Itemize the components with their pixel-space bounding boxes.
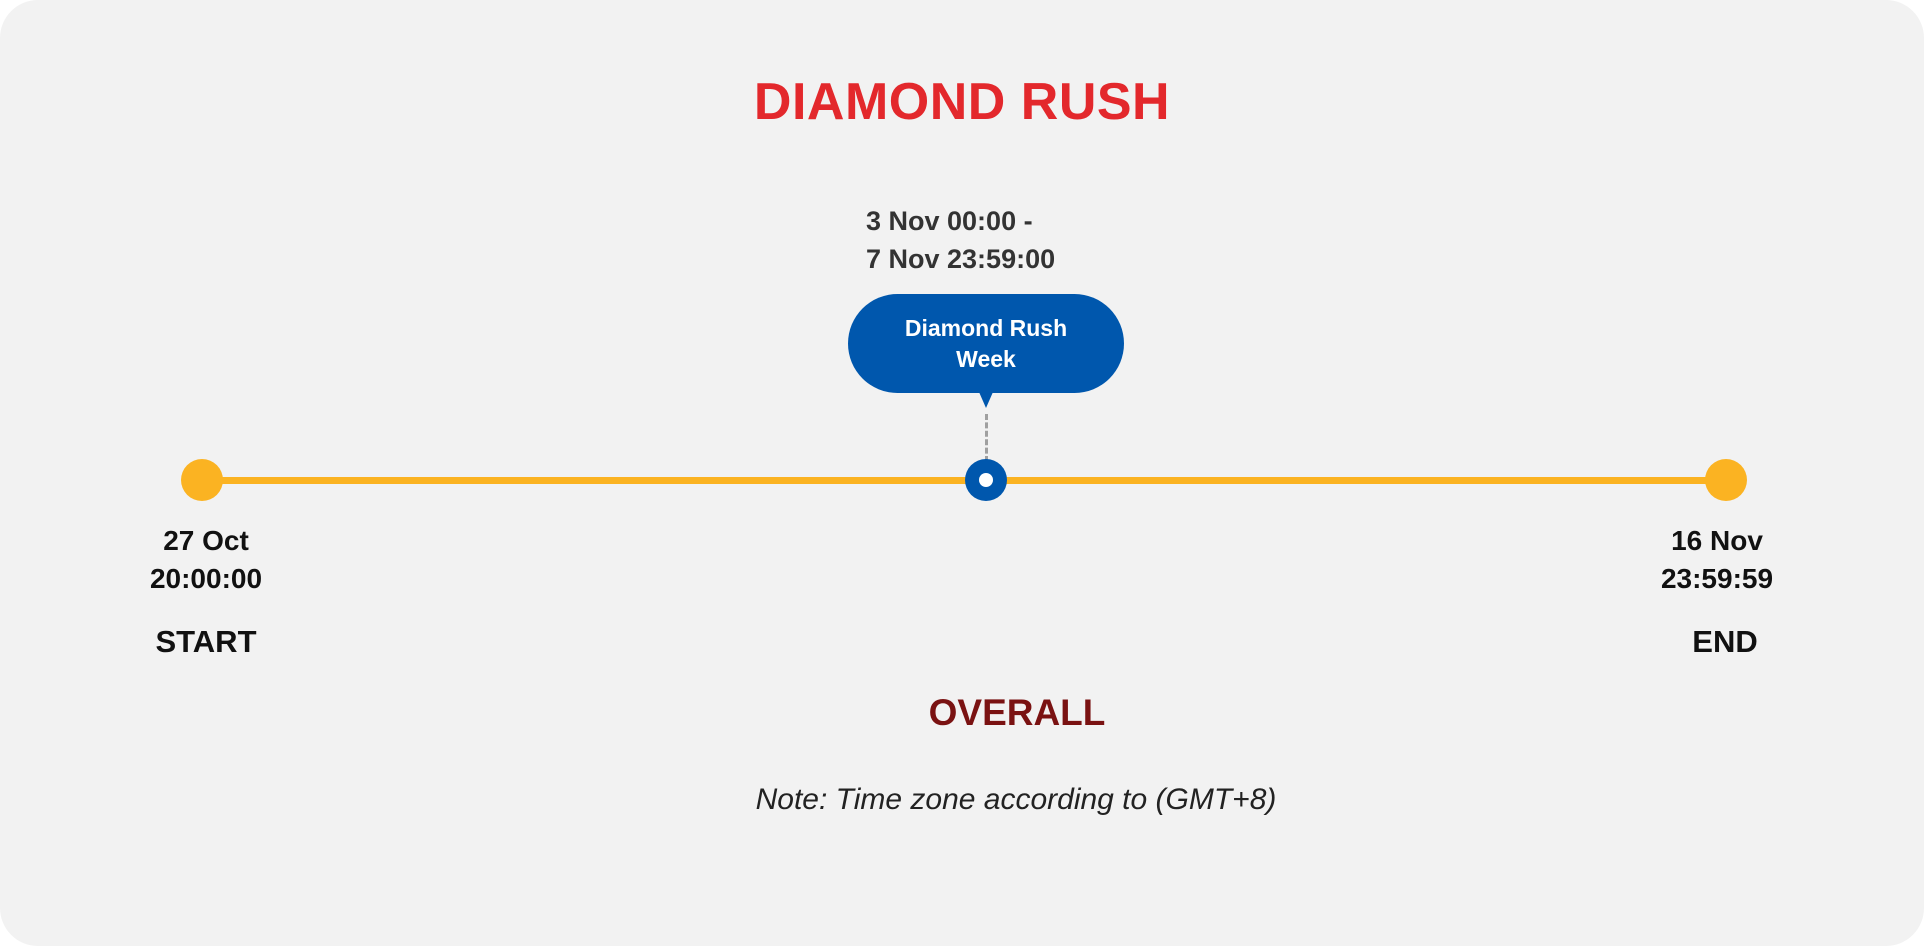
event-marker bbox=[965, 459, 1007, 501]
start-datetime: 27 Oct 20:00:00 bbox=[106, 522, 306, 598]
timeline-bar bbox=[202, 477, 1726, 484]
event-name: Diamond Rush Week bbox=[904, 314, 1068, 372]
start-date: 27 Oct bbox=[163, 525, 249, 556]
event-connector bbox=[985, 414, 988, 462]
event-range-start: 3 Nov 00:00 - bbox=[866, 206, 1033, 236]
timezone-note: Note: Time zone according to (GMT+8) bbox=[755, 783, 1277, 816]
end-marker bbox=[1705, 459, 1747, 501]
event-date-range: 3 Nov 00:00 - 7 Nov 23:59:00 bbox=[866, 202, 1055, 278]
start-time: 20:00:00 bbox=[149, 563, 263, 594]
event-bubble: Diamond Rush Week bbox=[848, 294, 1124, 393]
event-range-end: 7 Nov 23:59:00 bbox=[866, 244, 1056, 274]
end-date: 16 Nov bbox=[1671, 525, 1763, 556]
page-title: DIAMOND RUSH bbox=[753, 73, 1171, 131]
bubble-pointer bbox=[979, 392, 993, 408]
start-label: START bbox=[155, 624, 257, 659]
end-time: 23:59:59 bbox=[1660, 563, 1774, 594]
end-datetime: 16 Nov 23:59:59 bbox=[1617, 522, 1817, 598]
overall-label: OVERALL bbox=[928, 692, 1106, 733]
event-marker-center bbox=[979, 473, 993, 487]
end-label: END bbox=[1692, 624, 1758, 659]
start-marker bbox=[181, 459, 223, 501]
